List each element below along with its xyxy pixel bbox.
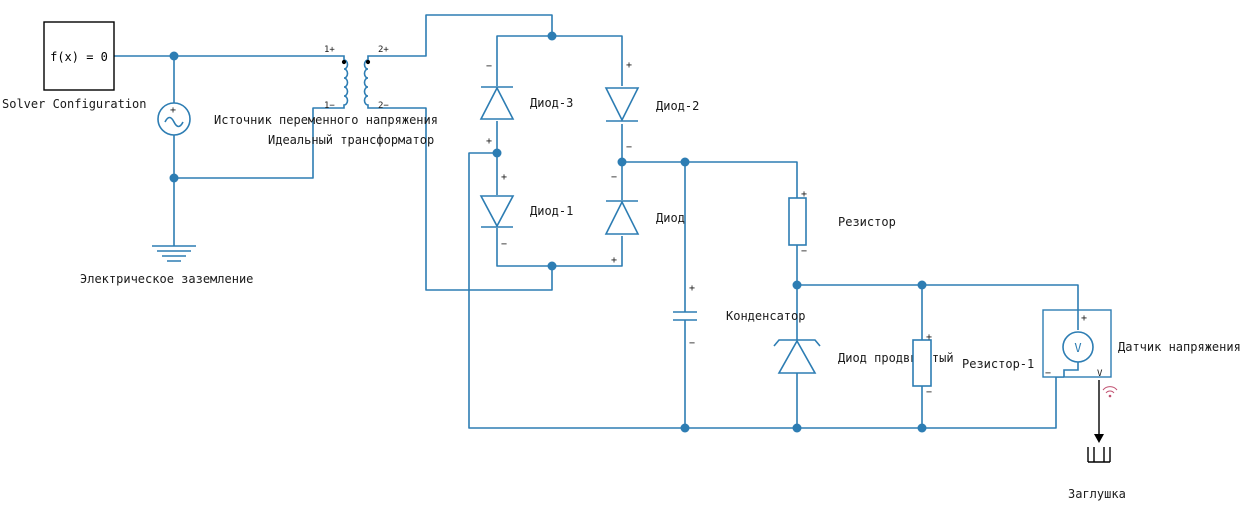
diode-2-triangle <box>604 87 640 122</box>
junction-dot <box>169 51 179 61</box>
transformer-label: Идеальный трансформатор <box>268 133 434 147</box>
diode-minus: − <box>611 172 617 183</box>
wire-secondary-bottom[interactable] <box>374 107 553 291</box>
sine-wave-icon <box>164 116 184 128</box>
wires <box>114 14 1079 429</box>
wire-secondary-top[interactable] <box>374 14 553 57</box>
wire-negative-return[interactable] <box>468 152 1064 429</box>
ac-source-label: Источник переменного напряжения <box>214 113 438 127</box>
sensor-port-v: V <box>1097 369 1103 379</box>
ground-icon <box>152 245 196 262</box>
ground-label: Электрическое заземление <box>80 272 253 286</box>
polarity-dot <box>365 59 371 65</box>
resistor-1-body <box>912 339 932 387</box>
solver-box-text: f(x) = 0 <box>50 50 108 64</box>
capacitor[interactable]: + − Конденсатор <box>673 283 805 349</box>
junction-dot <box>617 157 627 167</box>
capacitor-plus: + <box>689 283 695 294</box>
electrical-ground[interactable]: Электрическое заземление <box>80 245 253 286</box>
junctions <box>169 31 927 433</box>
junction-dot <box>792 280 802 290</box>
terminator[interactable]: Заглушка <box>1068 380 1126 501</box>
polarity-dot <box>341 59 347 65</box>
solver-label: Solver Configuration <box>2 97 147 111</box>
junction-dot <box>547 31 557 41</box>
junction-dot <box>492 148 502 158</box>
wire-bridge-top[interactable] <box>496 35 623 86</box>
diode-triangle <box>604 200 640 235</box>
diode-3-triangle <box>479 86 515 120</box>
diode-plus: + <box>611 255 617 266</box>
voltage-sensor[interactable]: V + − V Датчик напряжения <box>1042 309 1241 398</box>
primary-coil <box>338 55 349 109</box>
signal-arrow-icon <box>1094 434 1104 443</box>
ac-source-plus: + <box>170 105 176 116</box>
diode-1-minus: − <box>501 239 507 250</box>
diode-3[interactable]: − + Диод-3 <box>479 61 573 147</box>
wireless-signal-icon <box>1102 386 1118 398</box>
wire-load-rail[interactable] <box>797 284 1079 310</box>
secondary-coil <box>363 55 374 109</box>
zener-triangle <box>777 339 817 374</box>
sensor-lead-bottom <box>1063 362 1079 377</box>
diode-3-label: Диод-3 <box>530 96 573 110</box>
resistor-body <box>788 197 807 246</box>
solver-box[interactable] <box>43 21 115 91</box>
diode-2-minus: − <box>626 142 632 153</box>
diode-2-plus: + <box>626 60 632 71</box>
wire-primary-return[interactable] <box>174 107 338 179</box>
wire-d1-bottom[interactable] <box>496 228 623 267</box>
voltage-sensor-label: Датчик напряжения <box>1118 340 1241 354</box>
diode-1[interactable]: + − Диод-1 <box>479 172 573 250</box>
resistor-1-label: Резистор-1 <box>962 357 1034 371</box>
sensor-plus: + <box>1081 313 1087 324</box>
zener-label: Диод продвинутый <box>838 351 954 365</box>
diode-3-minus: − <box>486 61 492 72</box>
resistor-plus: + <box>801 189 807 200</box>
solver-configuration-block[interactable]: f(x) = 0 Solver Configuration <box>2 21 147 111</box>
ac-voltage-source[interactable]: + Источник переменного напряжения <box>157 102 438 136</box>
diode-2-label: Диод-2 <box>656 99 699 113</box>
diode[interactable]: − + Диод <box>604 172 685 266</box>
sensor-minus: − <box>1045 368 1051 379</box>
capacitor-label: Конденсатор <box>726 309 805 323</box>
pin-1-plus: 1+ <box>324 45 335 55</box>
junction-dot <box>917 280 927 290</box>
junction-dot <box>547 261 557 271</box>
wire-positive-rail[interactable] <box>622 161 798 198</box>
diode-3-plus: + <box>486 136 492 147</box>
diode-1-label: Диод-1 <box>530 204 573 218</box>
junction-dot <box>680 423 690 433</box>
ac-source-circle[interactable] <box>157 102 191 136</box>
resistor-1-plus: + <box>926 332 932 343</box>
pin-2-plus: 2+ <box>378 45 389 55</box>
resistor[interactable]: + − Резистор <box>788 189 896 257</box>
diode-2[interactable]: + − Диод-2 <box>604 60 699 153</box>
resistor-1-minus: − <box>926 387 932 398</box>
junction-dot <box>792 423 802 433</box>
junction-dot <box>917 423 927 433</box>
resistor-minus: − <box>801 246 807 257</box>
diode-1-plus: + <box>501 172 507 183</box>
terminator-label: Заглушка <box>1068 487 1126 501</box>
zener-bar <box>773 339 821 347</box>
capacitor-minus: − <box>689 338 695 349</box>
terminator-icon <box>1087 447 1111 463</box>
resistor-1[interactable]: + − Резистор-1 <box>912 332 1034 398</box>
resistor-label: Резистор <box>838 215 896 229</box>
diode-1-triangle <box>479 195 515 228</box>
voltmeter-symbol: V <box>1074 341 1081 355</box>
junction-dot <box>680 157 690 167</box>
pin-2-minus: 2− <box>378 101 389 111</box>
ideal-transformer[interactable]: 1+ 1− 2+ 2− Идеальный трансформатор <box>268 45 434 147</box>
junction-dot <box>169 173 179 183</box>
pin-1-minus: 1− <box>324 101 335 111</box>
diode-label: Диод <box>656 211 685 225</box>
